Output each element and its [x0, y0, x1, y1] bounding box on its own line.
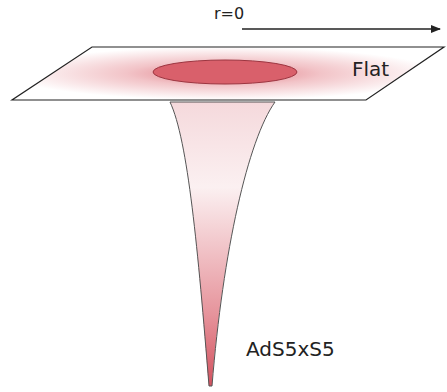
center-disk — [153, 60, 297, 84]
node-label: Flat — [352, 58, 389, 80]
plane-outline — [12, 47, 444, 100]
throat-funnel: AdS5xS5 — [168, 100, 368, 390]
axis-label: r=0 — [214, 5, 244, 23]
arrow-line — [242, 28, 440, 29]
flat-plane: Flat — [10, 45, 446, 103]
node-label: AdS5xS5 — [246, 338, 335, 360]
